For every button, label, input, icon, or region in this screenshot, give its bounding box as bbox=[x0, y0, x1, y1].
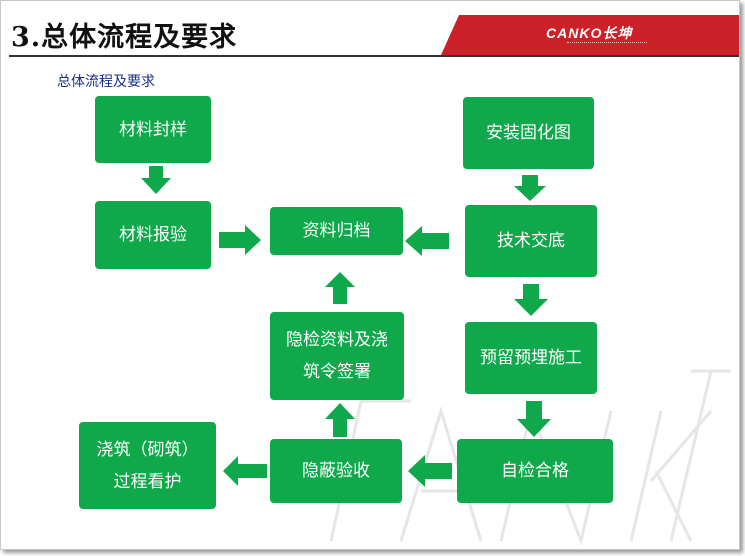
arrow-left-acceptance bbox=[223, 456, 267, 486]
arrow-down-sealing bbox=[141, 166, 171, 194]
step-concealed-documents-line1: 隐检资料及浇 bbox=[286, 330, 388, 350]
arrow-up-acceptance bbox=[325, 403, 355, 437]
arrow-down-drawing bbox=[514, 175, 546, 201]
step-install-drawing-label: 安装固化图 bbox=[486, 123, 571, 143]
step-document-archive-label: 资料归档 bbox=[302, 221, 371, 241]
arrow-left-briefing bbox=[405, 226, 449, 256]
arrow-down-briefing bbox=[514, 284, 548, 316]
step-material-inspection: 材料报验 bbox=[95, 201, 211, 269]
logo-tagline-line bbox=[567, 42, 647, 44]
step-technical-briefing-label: 技术交底 bbox=[497, 231, 565, 251]
step-material-sealing: 材料封样 bbox=[95, 96, 211, 163]
step-pouring-supervision: 浇筑（砌筑） 过程看护 bbox=[79, 422, 216, 509]
section-subtitle: 总体流程及要求 bbox=[57, 74, 155, 90]
step-embedding-construction-label: 预留预埋施工 bbox=[480, 348, 582, 368]
step-self-check-label: 自检合格 bbox=[501, 461, 569, 481]
header-divider bbox=[9, 55, 739, 57]
step-technical-briefing: 技术交底 bbox=[465, 205, 597, 277]
step-pouring-supervision-line1: 浇筑（砌筑） bbox=[96, 439, 199, 460]
arrow-up-documents bbox=[325, 272, 355, 304]
header-band bbox=[441, 15, 739, 55]
step-self-check: 自检合格 bbox=[457, 439, 613, 503]
step-concealed-acceptance: 隐蔽验收 bbox=[270, 439, 402, 503]
step-concealed-acceptance-label: 隐蔽验收 bbox=[302, 461, 370, 481]
step-document-archive: 资料归档 bbox=[270, 207, 403, 255]
step-embedding-construction: 预留预埋施工 bbox=[465, 322, 597, 394]
step-concealed-documents: 隐检资料及浇 筑令签署 bbox=[270, 312, 404, 400]
step-material-sealing-label: 材料封样 bbox=[119, 119, 187, 140]
arrow-down-embedding bbox=[517, 401, 551, 437]
page-title: 3.总体流程及要求 bbox=[11, 22, 238, 53]
step-material-inspection-label: 材料报验 bbox=[119, 225, 187, 245]
company-logo: CANKO长坤 bbox=[546, 25, 633, 41]
step-concealed-documents-line2: 筑令签署 bbox=[303, 362, 371, 382]
step-pouring-supervision-line2: 过程看护 bbox=[113, 471, 182, 492]
arrow-left-selfcheck bbox=[408, 455, 452, 487]
step-install-drawing: 安装固化图 bbox=[463, 97, 594, 169]
arrow-right-inspection bbox=[219, 225, 261, 255]
